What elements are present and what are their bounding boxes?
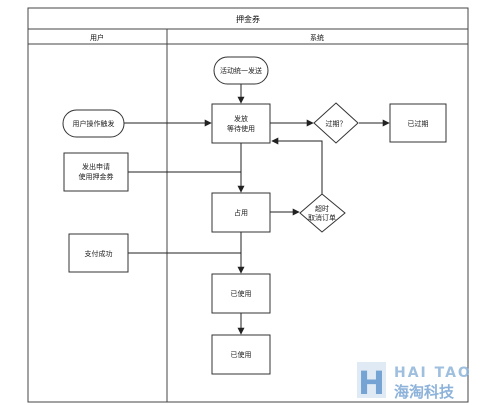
expired-node-label: 已过期: [408, 119, 429, 128]
issue-node: [211, 103, 271, 144]
start-node-label: 活动统一发送: [220, 66, 262, 75]
issue-node-label-2: 等待使用: [227, 124, 255, 133]
expired-decision-label: 过期？: [326, 119, 347, 128]
user-trigger-node: [62, 109, 125, 138]
used-node-2-label: 已使用: [231, 350, 252, 359]
user-trigger-label: 用户操作触发: [73, 119, 115, 128]
expired-decision: [313, 102, 359, 144]
payment-node-label: 支付成功: [85, 249, 113, 258]
watermark-h-icon: [357, 362, 386, 398]
watermark-text-en: HAI TAO: [394, 365, 472, 381]
timeout-decision-label-2: 取消订单: [308, 213, 336, 222]
start-node: [213, 56, 269, 85]
diagram-frame: [27, 7, 469, 403]
occupied-node: [211, 192, 271, 233]
lane-header-system: 系统: [310, 33, 324, 42]
apply-node-label-2: 使用押金券: [79, 172, 114, 181]
watermark-logo: H HAI TAO 海淘科技: [357, 362, 472, 402]
lane-header-user: 用户: [90, 33, 104, 42]
used-node-2: [211, 334, 271, 375]
expired-node: [389, 103, 447, 143]
used-node-1: [211, 273, 271, 314]
used-node-1-label: 已使用: [231, 289, 252, 298]
issue-node-label-1: 发放: [234, 114, 248, 123]
diagram-title: 押金券: [236, 14, 260, 24]
watermark-text-cn: 海淘科技: [394, 383, 455, 401]
watermark-letter: H: [358, 364, 385, 402]
occupied-node-label: 占用: [234, 208, 248, 217]
apply-node: [63, 152, 129, 192]
payment-node: [68, 233, 129, 273]
apply-node-label-1: 发出申请: [82, 162, 110, 171]
timeout-decision-label-1: 超时: [315, 204, 329, 213]
timeout-decision: [299, 193, 346, 233]
arrow-timeout-back-to-issue: [271, 137, 323, 194]
